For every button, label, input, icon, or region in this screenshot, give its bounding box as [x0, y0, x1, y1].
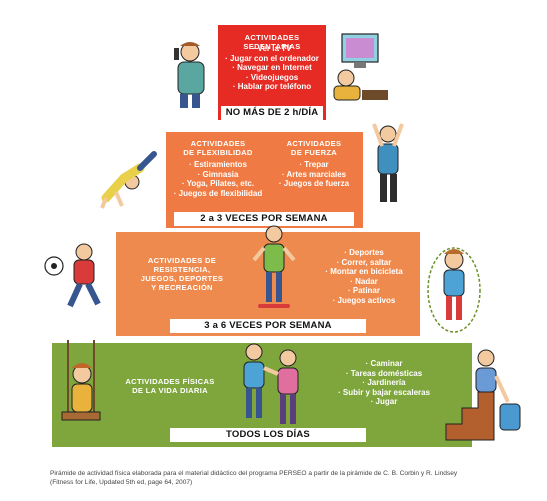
tier-strength-list: Trepar Artes marciales Juegos de fuerza — [270, 160, 358, 189]
list-item: Navegar en Internet — [218, 63, 326, 73]
skateboarder-icon — [252, 225, 296, 308]
caption-line-1: Pirámide de actividad física elaborada p… — [50, 470, 458, 477]
list-item: Yoga, Pilates, etc. — [170, 179, 266, 189]
list-item: Trepar — [270, 160, 358, 170]
tier-daily-life-title: ACTIVIDADES FÍSICAS DE LA VIDA DIARIA — [125, 377, 215, 395]
list-item: Hablar por teléfono — [218, 82, 326, 92]
list-item: Juegos de fuerza — [270, 179, 358, 189]
person-on-stairs-icon — [445, 349, 521, 441]
list-item: Patinar — [316, 286, 412, 296]
tier-flexibility-title: ACTIVIDADES DE FLEXIBILIDAD — [183, 139, 253, 157]
tier-sedentary: ACTIVIDADES SEDENTARIAS Ver la TV Jugar … — [218, 25, 326, 120]
list-item: Montar en bicicleta — [316, 267, 412, 277]
tier-daily-life-banner: TODOS LOS DÍAS — [170, 428, 366, 442]
list-item: Subir y bajar escaleras — [328, 388, 440, 398]
child-on-swing-icon — [61, 340, 101, 421]
list-item: Correr, saltar — [316, 258, 412, 268]
jump-rope-icon — [427, 247, 481, 333]
list-item: Juegos de flexibilidad — [170, 189, 266, 199]
tier-flexibility-strength: ACTIVIDADES DE FLEXIBILIDAD Estiramiento… — [166, 132, 363, 228]
list-item: Deportes — [316, 248, 412, 258]
list-item: Estiramientos — [170, 160, 266, 170]
person-at-computer-icon — [333, 33, 388, 101]
person-on-phone-icon — [174, 42, 205, 108]
list-item: Jugar — [328, 397, 440, 407]
tier-endurance-title: ACTIVIDADES DE RESISTENCIA, JUEGOS, DEPO… — [140, 256, 224, 292]
list-item: Jardinería — [328, 378, 440, 388]
list-item: Juegos activos — [316, 296, 412, 306]
tier-flexibility-strength-banner: 2 a 3 VECES POR SEMANA — [174, 212, 354, 226]
tier-sedentary-banner: NO MÁS DE 2 h/DÍA — [221, 106, 323, 120]
dancing-kids-icon — [243, 343, 299, 424]
list-item: Jugar con el ordenador — [218, 54, 326, 64]
soccer-player-icon — [44, 243, 101, 308]
figure-caption: Pirámide de actividad física elaborada p… — [50, 469, 520, 487]
climbing-person-icon — [372, 123, 404, 202]
list-item: Ver la TV — [218, 44, 326, 54]
caption-line-2: (Fitness for Life, Updated 5th ed, page … — [50, 479, 193, 486]
list-item: Caminar — [328, 359, 440, 369]
list-item: Gimnasia — [170, 170, 266, 180]
list-item: Videojuegos — [218, 73, 326, 83]
tier-endurance-list: Deportes Correr, saltar Montar en bicicl… — [316, 248, 412, 306]
tier-endurance-banner: 3 a 6 VECES POR SEMANA — [170, 319, 366, 333]
list-item: Tareas domésticas — [328, 369, 440, 379]
tier-flexibility-list: Estiramientos Gimnasia Yoga, Pilates, et… — [170, 160, 266, 198]
tier-strength-title: ACTIVIDADES DE FUERZA — [286, 139, 342, 157]
tier-daily-life-list: Caminar Tareas domésticas Jardinería Sub… — [328, 359, 440, 407]
stretching-person-icon — [100, 151, 157, 209]
list-item: Nadar — [316, 277, 412, 287]
list-item: Artes marciales — [270, 170, 358, 180]
tier-sedentary-list: Ver la TV Jugar con el ordenador Navegar… — [218, 44, 326, 92]
